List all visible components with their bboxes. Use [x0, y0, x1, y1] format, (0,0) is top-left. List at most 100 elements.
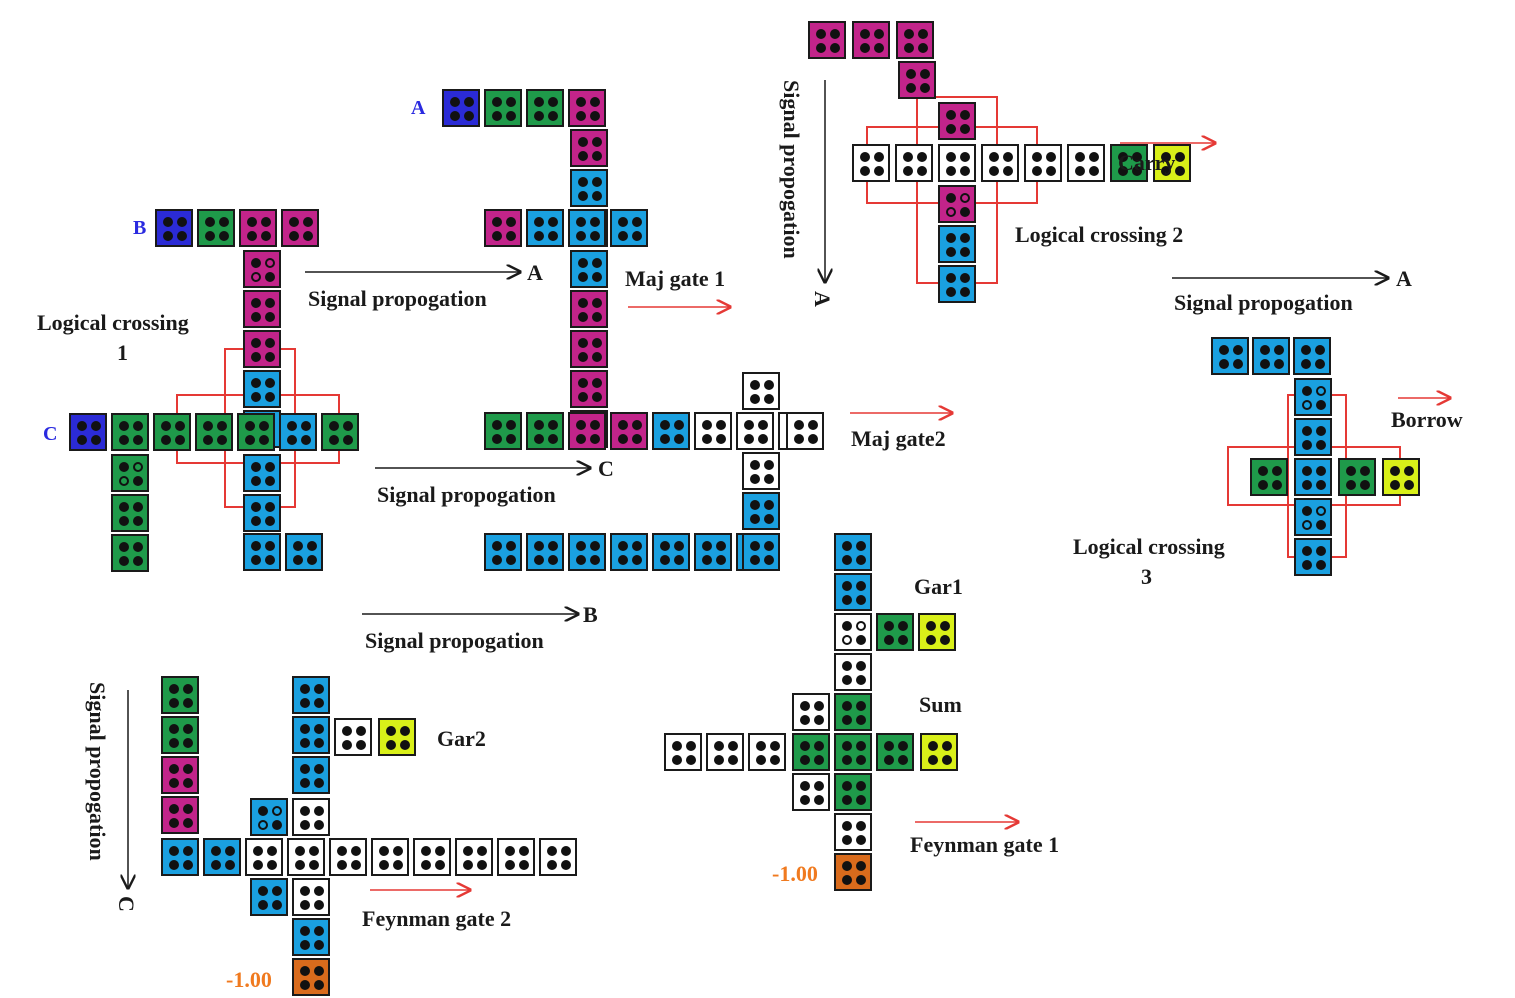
quantum-dot — [716, 420, 726, 430]
quantum-dot — [119, 462, 129, 472]
quantum-dot — [842, 621, 852, 631]
quantum-dot — [702, 434, 712, 444]
quantum-dot — [856, 541, 866, 551]
quantum-dot — [342, 726, 352, 736]
logical-crossing-3-number: 3 — [1141, 564, 1152, 589]
quantum-dot — [492, 555, 502, 565]
logical-crossing-1-number: 1 — [117, 340, 128, 365]
quantum-dot — [245, 421, 255, 431]
quantum-dot — [1302, 506, 1312, 516]
quantum-dot — [314, 806, 324, 816]
quantum-dot — [716, 555, 726, 565]
quantum-dot — [183, 764, 193, 774]
quantum-dot — [265, 272, 275, 282]
quantum-dot — [960, 152, 970, 162]
quantum-dot — [258, 900, 268, 910]
quantum-dot — [578, 258, 588, 268]
quantum-dot — [329, 421, 339, 431]
quantum-dot — [904, 29, 914, 39]
quantum-dot — [183, 818, 193, 828]
quantum-dot — [856, 821, 866, 831]
quantum-dot — [714, 741, 724, 751]
quantum-dot — [592, 352, 602, 362]
qca-cell-icon — [1294, 498, 1332, 536]
quantum-dot — [750, 380, 760, 390]
quantum-dot — [842, 741, 852, 751]
quantum-dot — [842, 821, 852, 831]
quantum-dot — [450, 97, 460, 107]
quantum-dot — [672, 755, 682, 765]
qca-cell-icon — [876, 733, 914, 771]
qca-cell-icon — [852, 21, 890, 59]
quantum-dot — [492, 420, 502, 430]
quantum-dot — [800, 715, 810, 725]
signal-propagation-vertical: Signal propogation — [85, 682, 110, 861]
quantum-dot — [400, 726, 410, 736]
quantum-dot — [251, 338, 261, 348]
quantum-dot — [183, 778, 193, 788]
quantum-dot — [183, 698, 193, 708]
qca-cell-icon — [664, 733, 702, 771]
quantum-dot — [314, 886, 324, 896]
quantum-dot — [1032, 152, 1042, 162]
quantum-dot — [1274, 359, 1284, 369]
qca-cell-icon — [1110, 144, 1148, 182]
quantum-dot — [906, 83, 916, 93]
quantum-dot — [169, 698, 179, 708]
qca-cell-icon — [570, 169, 608, 207]
quantum-dot — [578, 392, 588, 402]
quantum-dot — [842, 555, 852, 565]
quantum-dot — [169, 818, 179, 828]
quantum-dot — [133, 435, 143, 445]
quantum-dot — [906, 69, 916, 79]
quantum-dot — [590, 231, 600, 241]
quantum-dot — [960, 233, 970, 243]
quantum-dot — [830, 29, 840, 39]
qca-cell-icon — [938, 185, 976, 223]
quantum-dot — [842, 755, 852, 765]
quantum-dot — [258, 820, 268, 830]
qca-cell-icon — [153, 413, 191, 451]
qca-cell-icon — [243, 370, 281, 408]
quantum-dot — [770, 755, 780, 765]
quantum-dot — [920, 69, 930, 79]
quantum-dot — [272, 900, 282, 910]
quantum-dot — [272, 886, 282, 896]
quantum-dot — [632, 231, 642, 241]
quantum-dot — [548, 541, 558, 551]
quantum-dot — [926, 621, 936, 631]
quantum-dot — [133, 462, 143, 472]
quantum-dot — [342, 740, 352, 750]
quantum-dot — [918, 43, 928, 53]
qca-cell-icon — [539, 838, 577, 876]
quantum-dot — [205, 231, 215, 241]
quantum-dot — [548, 217, 558, 227]
quantum-dot — [1390, 466, 1400, 476]
quantum-dot — [750, 460, 760, 470]
quantum-dot — [534, 217, 544, 227]
qca-cell-icon — [250, 798, 288, 836]
qca-cell-icon — [610, 533, 648, 571]
quantum-dot — [1390, 480, 1400, 490]
signal-propagation-label: Signal propogation — [365, 628, 544, 653]
qca-cell-icon — [1294, 538, 1332, 576]
quantum-dot — [450, 111, 460, 121]
qca-cell-icon — [526, 412, 564, 450]
quantum-dot — [251, 258, 261, 268]
quantum-dot — [1302, 426, 1312, 436]
quantum-dot — [314, 820, 324, 830]
quantum-dot — [217, 435, 227, 445]
quantum-dot — [534, 420, 544, 430]
qca-cell-icon — [526, 209, 564, 247]
quantum-dot — [251, 502, 261, 512]
quantum-dot — [314, 764, 324, 774]
quantum-dot — [386, 740, 396, 750]
qca-cell-icon — [808, 21, 846, 59]
signal-propagation-label: Signal propogation — [1174, 290, 1353, 315]
quantum-dot — [534, 555, 544, 565]
quantum-dot — [1404, 466, 1414, 476]
quantum-dot — [1316, 426, 1326, 436]
quantum-dot — [506, 434, 516, 444]
quantum-dot — [884, 741, 894, 751]
